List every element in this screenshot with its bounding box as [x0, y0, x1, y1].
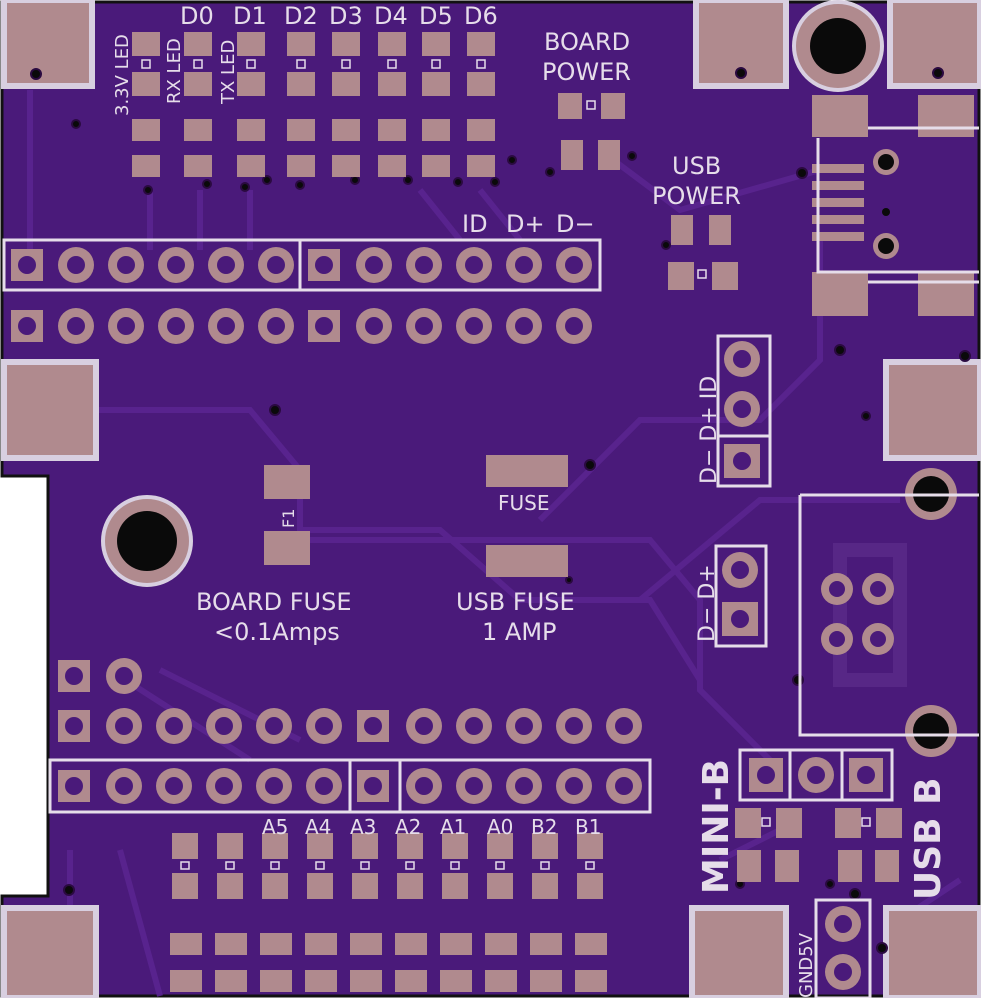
label-usb-power-1: USB [672, 152, 721, 180]
label-d6: D6 [464, 2, 498, 30]
label-fuse: FUSE [498, 491, 549, 515]
label-d5: D5 [419, 2, 453, 30]
label-led-tx: TX LED [218, 40, 239, 105]
label-a3: A3 [350, 815, 376, 839]
led-polarity-markers [141, 59, 871, 827]
label-dplus: D+ [506, 210, 545, 238]
header-pins [11, 149, 899, 990]
led-resistor-pads [132, 32, 974, 882]
label-minib-header: D− D+ [695, 564, 720, 642]
label-id: ID [462, 210, 488, 238]
label-board-power-1: BOARD [544, 28, 630, 56]
label-board-power-2: POWER [542, 58, 631, 86]
silkscreen-outlines [2, 126, 979, 998]
bottom-led-markers [180, 861, 595, 870]
label-d3: D3 [329, 2, 363, 30]
label-usb-power-2: POWER [652, 182, 741, 210]
label-a1: A1 [440, 815, 466, 839]
label-b1: B1 [575, 815, 601, 839]
label-gnd5v: GND5V [796, 932, 817, 998]
copper-traces [27, 90, 962, 997]
label-d2: D2 [284, 2, 318, 30]
label-usb-header: D− D+ ID [697, 376, 722, 484]
label-d4: D4 [374, 2, 408, 30]
label-led-3v3: 3.3V LED [112, 34, 133, 116]
label-board-fuse-1: BOARD FUSE [196, 588, 351, 616]
label-a0: A0 [487, 815, 513, 839]
label-a5: A5 [262, 815, 288, 839]
label-a4: A4 [305, 815, 331, 839]
label-f1: F1 [279, 509, 298, 528]
label-dminus: D− [556, 210, 595, 238]
label-board-fuse-2: <0.1Amps [214, 618, 340, 646]
label-usb-fuse-2: 1 AMP [482, 618, 557, 646]
bottom-led-pads [170, 833, 607, 992]
label-d0: D0 [180, 2, 214, 30]
label-b2: B2 [531, 815, 557, 839]
label-usb-fuse-1: USB FUSE [456, 588, 575, 616]
silkscreen-labels: D0 D1 D2 D3 D4 D5 D6 3.3V LED RX LED TX … [112, 2, 949, 998]
label-d1: D1 [233, 2, 267, 30]
label-led-rx: RX LED [164, 38, 185, 104]
label-mini-b: MINI-B [696, 759, 737, 894]
vias [30, 67, 971, 954]
label-usb-b: USB B [908, 777, 949, 900]
label-a2: A2 [395, 815, 421, 839]
